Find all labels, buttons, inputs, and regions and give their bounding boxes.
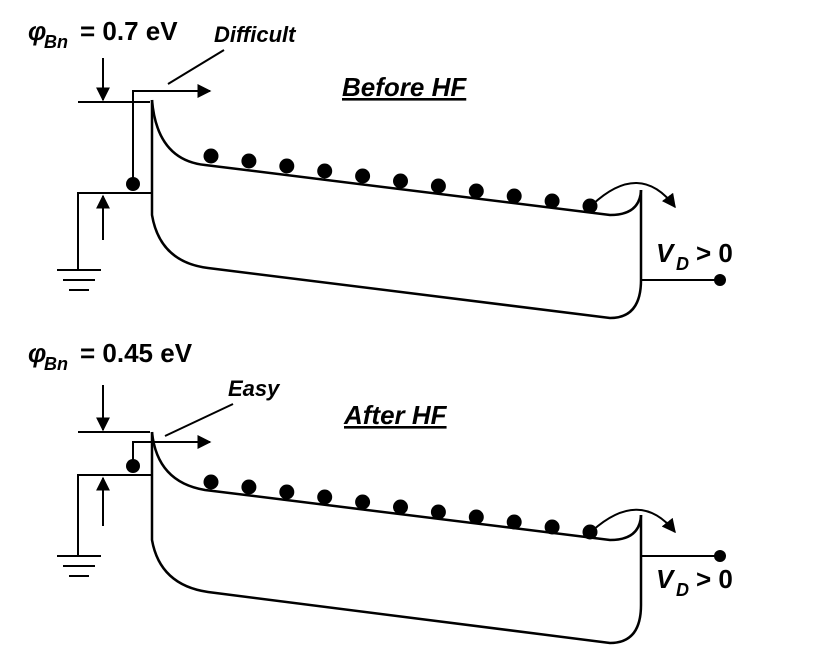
electron-dot <box>279 158 295 174</box>
drain-voltage-v: V <box>656 564 676 594</box>
electron-dot <box>544 193 560 209</box>
injection-label: Easy <box>228 376 281 401</box>
electron-dot <box>393 173 408 189</box>
valence-band <box>150 432 643 645</box>
electron-dot <box>241 153 257 169</box>
electron-dot <box>203 148 219 164</box>
barrier-subscript: Bn <box>44 354 68 374</box>
barrier-value-label: = 0.45 eV <box>80 338 193 368</box>
injection-leader-line <box>167 49 225 85</box>
source-fermi-level <box>77 474 152 556</box>
channel-electrons <box>203 474 598 540</box>
panel-title: After HF <box>343 400 448 430</box>
electron-dot <box>544 519 560 535</box>
electron-dot <box>430 178 446 194</box>
injection-label: Difficult <box>214 22 297 47</box>
barrier-symbol: φ <box>28 338 46 368</box>
barrier-value-label: = 0.7 eV <box>80 16 178 46</box>
drain-voltage-subscript: D <box>676 254 689 274</box>
drain-voltage-subscript: D <box>676 580 689 600</box>
electron-dot <box>317 489 333 505</box>
injection-path-arrow <box>132 435 212 465</box>
electron-dot <box>430 504 446 520</box>
electron-dot <box>506 514 522 530</box>
drain-escape-arrow <box>591 508 676 534</box>
electron-dot <box>355 494 371 510</box>
panel-before: φ Bn = 0.7 eV Difficult Before HF <box>28 16 733 320</box>
barrier-subscript: Bn <box>44 32 68 52</box>
panel-title: Before HF <box>342 72 467 102</box>
source-electron <box>126 459 140 473</box>
drain-escape-arrow <box>591 182 676 209</box>
panel-after: φ Bn = 0.45 eV Easy After HF <box>28 338 733 645</box>
ground-symbol <box>57 555 101 577</box>
electron-dot <box>582 524 598 540</box>
injection-leader-line <box>164 403 234 437</box>
drain-terminal-dot <box>714 274 726 286</box>
electron-dot <box>279 484 295 500</box>
electron-dot <box>317 163 333 179</box>
drain-terminal-dot <box>714 550 726 562</box>
electron-dot <box>241 479 257 495</box>
drain-voltage-v: V <box>656 238 676 268</box>
electron-dot <box>203 474 219 490</box>
electron-dot <box>393 499 408 515</box>
channel-electrons <box>203 148 598 214</box>
drain-voltage-condition: > 0 <box>696 238 733 268</box>
electron-dot <box>506 188 522 204</box>
ground-symbol <box>57 269 101 291</box>
drain-voltage-condition: > 0 <box>696 564 733 594</box>
injection-path-arrow <box>132 84 212 184</box>
source-fermi-level <box>77 192 152 270</box>
conduction-band <box>150 431 643 542</box>
barrier-symbol: φ <box>28 16 46 46</box>
electron-dot <box>468 509 484 525</box>
electron-dot <box>355 168 371 184</box>
conduction-band <box>150 99 643 217</box>
electron-dot <box>468 183 484 199</box>
source-electron <box>126 177 140 191</box>
valence-band <box>150 100 643 320</box>
